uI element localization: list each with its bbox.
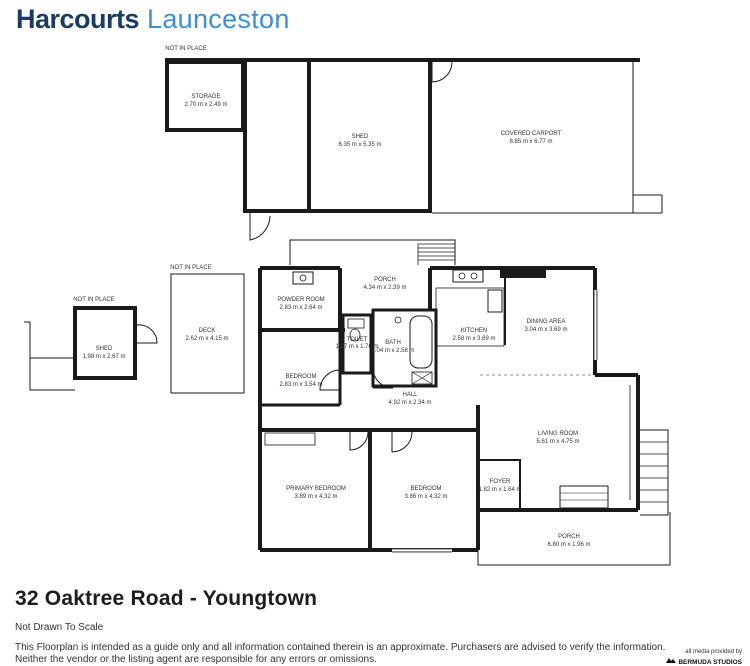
room-porch-front-dims: 6.80 m x 1.96 m — [547, 542, 590, 548]
room-powder-name: POWDER ROOM — [277, 297, 324, 303]
brand-office: Launceston — [147, 4, 290, 34]
scale-note: Not Drawn To Scale — [15, 622, 104, 633]
room-shed-name: SHED — [352, 134, 369, 140]
room-shed-dims: 6.35 m x 5.35 m — [338, 142, 381, 148]
room-bedroom-small-dims: 2.83 m x 3.54 m — [279, 382, 322, 388]
room-toilet-name: TOILET — [347, 337, 368, 343]
deck-outline — [170, 273, 245, 394]
room-toilet-dims: 1.37 m x 1.76 m — [335, 344, 378, 350]
room-porch-rear-dims: 4.34 m x 2.39 m — [363, 285, 406, 291]
disclaimer-line-1: This Floorplan is intended as a guide on… — [15, 642, 666, 653]
room-porch-rear-name: PORCH — [374, 277, 396, 283]
outbuilding — [165, 58, 663, 241]
media-credit: all media provided by BERMUDA STUDIOS — [666, 649, 742, 666]
room-porch-front-name: PORCH — [558, 534, 580, 540]
room-hall-dims: 4.92 m x 2.34 m — [388, 400, 431, 406]
studio-logo-icon — [666, 657, 677, 663]
room-primary-bedroom-name: PRIMARY BEDROOM — [286, 486, 346, 492]
room-kitchen-dims: 2.58 m x 3.69 m — [452, 336, 495, 342]
small-shed — [24, 306, 158, 391]
room-foyer-dims: 1.82 m x 1.64 m — [478, 487, 521, 493]
room-foyer-name: FOYER — [490, 479, 511, 485]
room-storage-name: STORAGE — [191, 94, 220, 100]
room-deck-dims: 2.62 m x 4.15 m — [185, 336, 228, 342]
room-bedroom-front-dims: 3.86 m x 4.32 m — [404, 494, 447, 500]
main-house — [258, 239, 671, 566]
room-living-name: LIVING ROOM — [538, 431, 578, 437]
credit-caption: all media provided by — [685, 649, 742, 655]
room-bath-dims: 2.04 m x 2.58 m — [371, 348, 414, 354]
label-not-in-place-small-shed: NOT IN PLACE — [73, 297, 115, 303]
room-hall-name: HALL — [402, 392, 418, 398]
room-small-shed-name: SHED — [96, 346, 113, 352]
label-not-in-place-shed: NOT IN PLACE — [165, 46, 207, 52]
room-dining-name: DINING AREA — [527, 319, 566, 325]
room-carport-dims: 8.85 m x 6.77 m — [509, 139, 552, 145]
room-bedroom-front-name: BEDROOM — [410, 486, 441, 492]
room-powder-dims: 2.83 m x 2.64 m — [279, 305, 322, 311]
room-living-dims: 5.61 m x 4.75 m — [536, 439, 579, 445]
brand-name: Harcourts — [16, 4, 140, 34]
room-bedroom-small-name: BEDROOM — [285, 374, 316, 380]
room-small-shed-dims: 1.98 m x 2.67 m — [82, 354, 125, 360]
room-primary-bedroom-dims: 3.89 m x 4.32 m — [294, 494, 337, 500]
room-storage-dims: 2.70 m x 2.49 m — [184, 102, 227, 108]
room-carport-name: COVERED CARPORT — [501, 131, 562, 137]
disclaimer-line-2: Neither the vendor or the listing agent … — [15, 654, 377, 665]
property-address: 32 Oaktree Road - Youngtown — [15, 587, 318, 610]
room-kitchen-name: KITCHEN — [461, 328, 487, 334]
room-deck-name: DECK — [199, 328, 216, 334]
room-bath-name: BATH — [385, 340, 401, 346]
disclaimer: This Floorplan is intended as a guide on… — [15, 642, 665, 666]
room-dining-dims: 3.04 m x 3.69 m — [524, 327, 567, 333]
label-not-in-place-deck: NOT IN PLACE — [170, 265, 212, 271]
credit-brand: BERMUDA STUDIOS — [678, 659, 742, 666]
